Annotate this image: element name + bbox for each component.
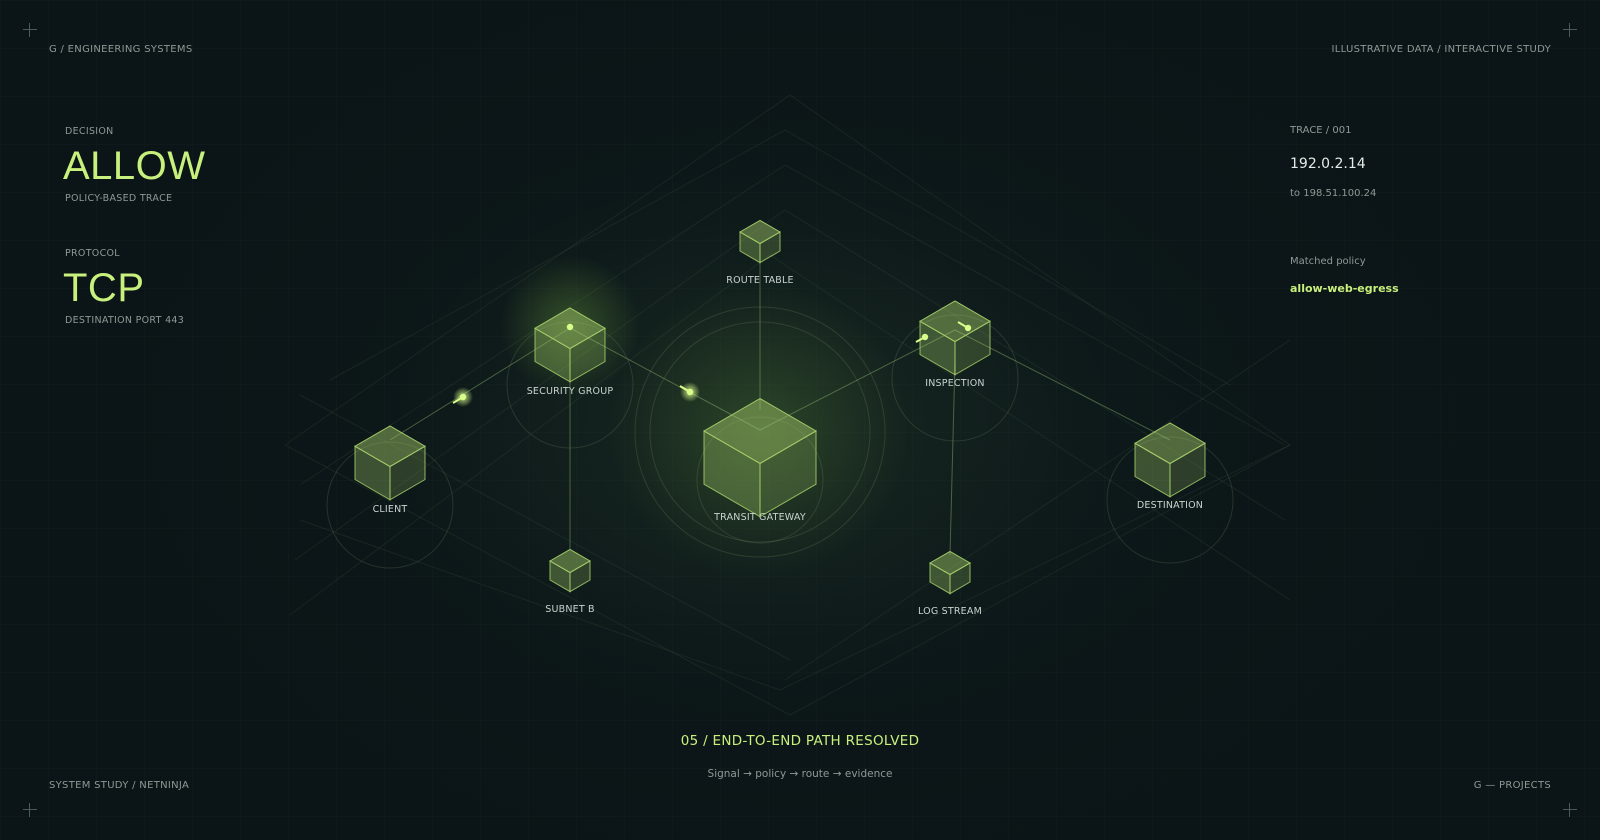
decision-label: DECISION — [65, 126, 114, 137]
gateway-glow — [610, 280, 910, 580]
cube-face — [703, 397, 817, 465]
source-ip: 192.0.2.14 — [1290, 156, 1366, 172]
matched-policy-label: Matched policy — [1290, 256, 1366, 267]
node-rings — [326, 306, 1234, 569]
node-label: LOG STREAM — [918, 606, 982, 617]
corner-crosshair-icon — [1563, 803, 1577, 817]
cube-face — [549, 548, 591, 574]
node-route-table[interactable]: ROUTE TABLE — [726, 219, 794, 286]
node-inspection[interactable]: INSPECTION — [919, 300, 991, 389]
node-label: ROUTE TABLE — [726, 275, 793, 286]
node-label: TRANSIT GATEWAY — [713, 512, 806, 523]
footer-right-label[interactable]: G — PROJECTS — [1473, 780, 1551, 791]
footer-left-label[interactable]: SYSTEM STUDY / NETNINJA — [49, 780, 190, 791]
node-label: SUBNET B — [545, 604, 595, 615]
cube-face — [919, 300, 991, 343]
trace-label: TRACE / 001 — [1290, 125, 1352, 136]
packet-trail — [957, 321, 969, 329]
header-meta: ILLUSTRATIVE DATA / INTERACTIVE STUDY — [1331, 44, 1551, 55]
cube-face — [929, 550, 971, 576]
cube-face — [739, 219, 781, 245]
node-transit-gateway[interactable]: TRANSIT GATEWAY — [703, 397, 817, 523]
packet-trail — [915, 336, 926, 343]
isometric-guides — [284, 94, 1291, 716]
footer-title: 05 / END-TO-END PATH RESOLVED — [680, 733, 920, 749]
footer-subtitle: Signal → policy → route → evidence — [707, 768, 893, 780]
packet-markers — [452, 321, 972, 407]
brand-label[interactable]: G / ENGINEERING SYSTEMS — [49, 44, 193, 55]
node-label: CLIENT — [373, 504, 408, 515]
protocol-sub: DESTINATION PORT 443 — [65, 315, 185, 326]
protocol-label: PROTOCOL — [65, 248, 120, 259]
protocol-value: TCP — [63, 266, 145, 310]
corner-crosshair-icon — [23, 803, 37, 817]
corner-crosshair-icon — [1563, 23, 1577, 37]
destination-ip: to 198.51.100.24 — [1290, 188, 1377, 199]
cube-face — [354, 425, 426, 468]
node-label: DESTINATION — [1137, 500, 1203, 511]
matched-policy-value: allow-web-egress — [1290, 282, 1399, 295]
node-destination[interactable]: DESTINATION — [1134, 422, 1206, 511]
node-label: SECURITY GROUP — [527, 386, 614, 397]
node-client[interactable]: CLIENT — [354, 425, 426, 515]
node-subnet-b[interactable]: SUBNET B — [545, 548, 595, 615]
decision-sub: POLICY-BASED TRACE — [65, 193, 173, 204]
node-log-stream[interactable]: LOG STREAM — [918, 550, 982, 617]
packet-trail — [679, 385, 691, 393]
node-label: INSPECTION — [925, 378, 985, 389]
connections — [389, 250, 1171, 556]
corner-crosshair-icon — [23, 23, 37, 37]
cube-face — [1134, 422, 1206, 465]
packet-trail — [452, 396, 464, 404]
decision-value: ALLOW — [63, 144, 206, 188]
packet-dot — [566, 323, 574, 331]
